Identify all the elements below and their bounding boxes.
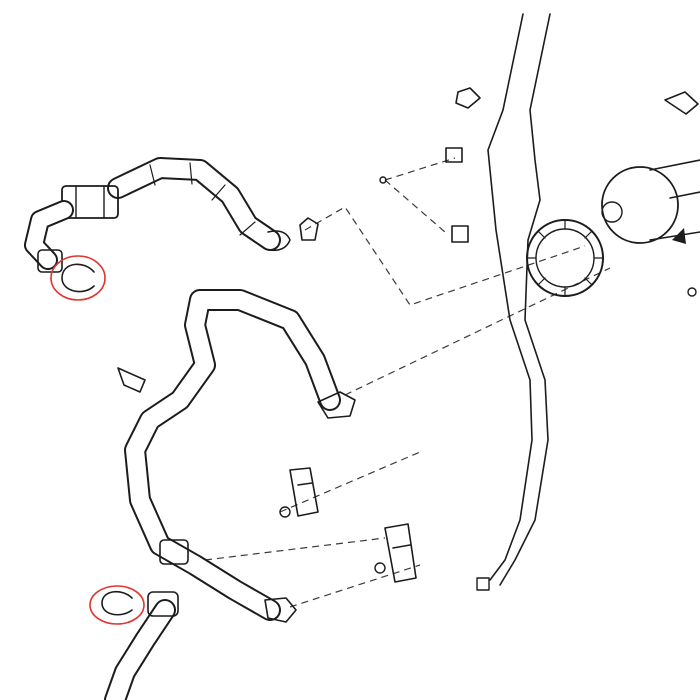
pump-connector — [664, 91, 699, 115]
mounting-bracket-1 — [289, 467, 319, 517]
clip-top — [455, 87, 481, 109]
leader-line-clip-group-2 — [384, 157, 456, 181]
clip-pin — [379, 176, 387, 184]
bracket-bolt-1 — [279, 506, 291, 518]
lower-pipe-stub — [104, 591, 179, 700]
small-parts — [117, 87, 481, 583]
retaining-clip-upper — [61, 263, 95, 293]
pump-outlet — [601, 201, 623, 223]
hose-clip-upper — [299, 217, 319, 241]
quick-connector-lower — [147, 591, 179, 617]
clip-block-upper — [445, 147, 463, 163]
hose-joint — [159, 539, 189, 565]
retaining-clip-lower — [101, 590, 133, 616]
pipe-end-fitting — [476, 577, 490, 591]
tank-pipe — [476, 13, 551, 591]
leader-line-bracket-1 — [279, 451, 421, 513]
leader-lines — [204, 157, 611, 608]
hose-connector-upper-end — [317, 391, 356, 419]
leader-line-clip-group — [384, 179, 446, 233]
fuel-pump-module — [526, 91, 700, 297]
hose-connector-lower-end — [264, 597, 297, 623]
leader-line-upper-loop — [344, 267, 611, 396]
mounting-bracket-2 — [384, 523, 417, 583]
leader-line-upper-hose — [304, 206, 586, 306]
bracket-bolt-2 — [374, 562, 386, 574]
flow-arrow-icon — [672, 228, 686, 244]
pump-flange — [601, 166, 679, 244]
main-fuel-hose — [124, 289, 356, 623]
upper-hose-with-filter — [24, 157, 291, 273]
highlight-circle-upper — [50, 255, 106, 301]
highlighted-clips — [50, 255, 145, 625]
hose-clip-loop — [117, 367, 146, 393]
highlight-circle-lower — [89, 585, 145, 625]
leader-line-lower-hose — [289, 564, 421, 608]
clip-block-lower — [451, 225, 469, 243]
leader-line-bracket-2 — [204, 537, 386, 561]
